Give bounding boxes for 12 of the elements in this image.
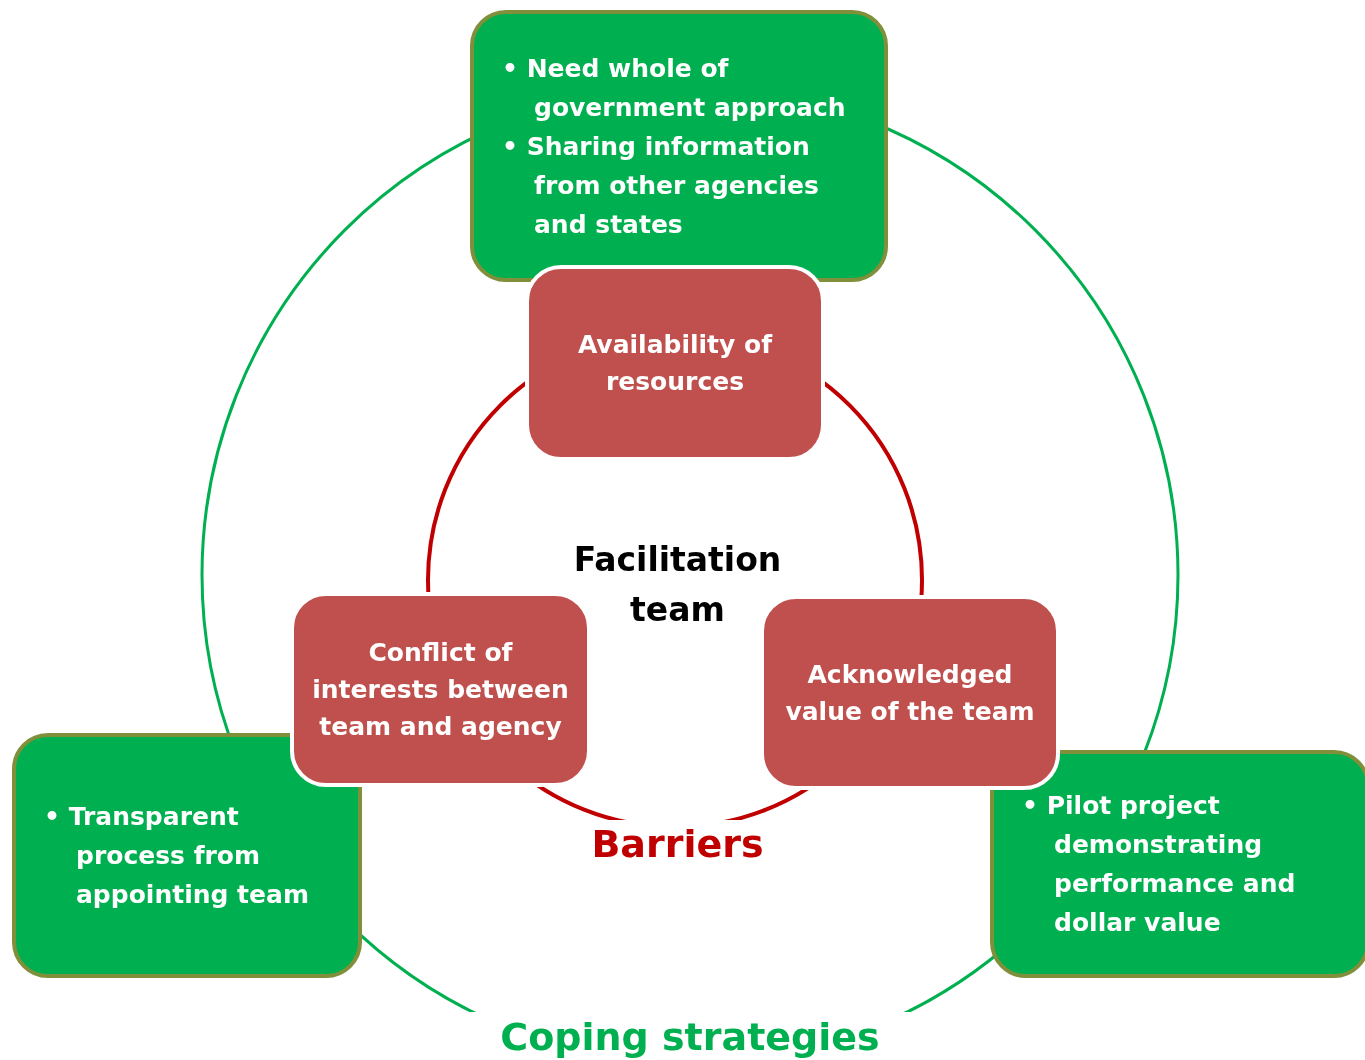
barrier-text: Acknowledged value of the team: [784, 658, 1036, 728]
bullet-text: • Sharing information from other agencies and states: [502, 130, 820, 241]
strategy-box: [12, 733, 362, 978]
strategy-box: [990, 750, 1365, 978]
center-title: Facilitation team: [572, 539, 783, 631]
ring-label: Coping strategies: [470, 1012, 910, 1060]
strategy-box: [470, 10, 888, 282]
bullet-text: • Pilot project demonstrating performance and dollar value: [1022, 790, 1297, 939]
bullet-text: • Need whole of government approach: [502, 52, 847, 124]
barrier-text: Availability of resources: [576, 329, 774, 398]
bullet-text: • Transparent process from appointing team: [44, 801, 310, 911]
barrier-text: Conflict of interests between team and agency: [312, 637, 569, 743]
